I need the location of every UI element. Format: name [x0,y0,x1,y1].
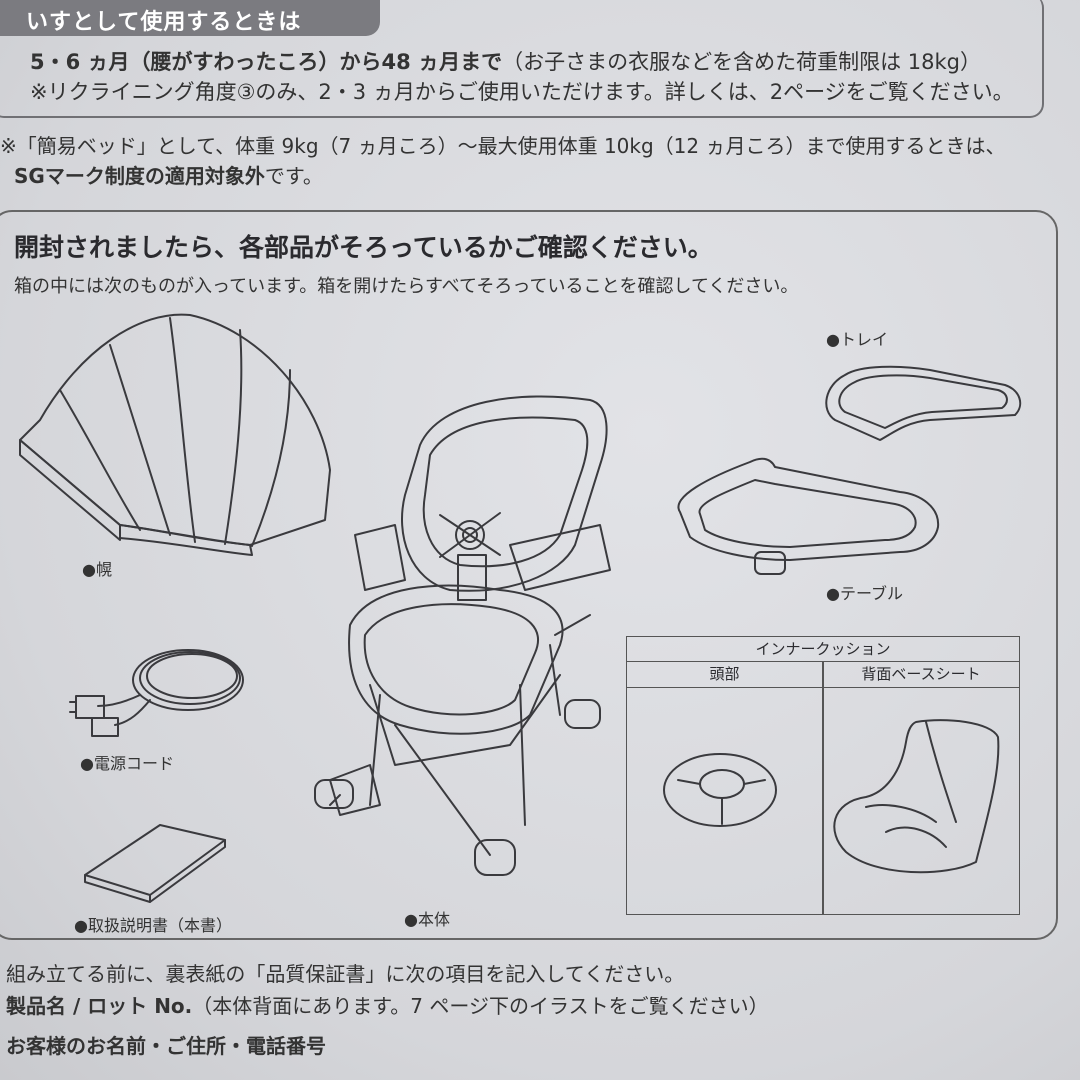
sg-mark-note-line2: SGマーク制度の適用対象外です。 [14,160,323,189]
recline-note: ※リクライニング角度③のみ、2・3 ヵ月からご使用いただけます。詳しくは、2ペー… [30,80,1014,104]
head-cushion-header: 頭部 [627,661,822,688]
sg-mark-note-bold: SGマーク制度の適用対象外 [14,164,265,188]
cushion-divider [822,661,824,914]
parts-description: 箱の中には次のものが入っています。箱を開けたらすべてそろっていることを確認してく… [14,276,799,297]
power-cord-illustration [69,649,244,737]
product-lot-note: （本体背面にあります。7 ページ下のイラストをご覧ください） [192,994,769,1018]
sg-mark-note-line1: ※「簡易ベッド」として、体重 9kg（7 ヵ月ころ）〜最大使用体重 10kg（1… [0,134,1006,158]
product-lot-line: 製品名 / ロット No.（本体背面にあります。7 ページ下のイラストをご覧くだ… [6,990,769,1019]
table-illustration [677,457,940,575]
main-body-illustration [314,395,611,876]
usage-as-chair-tab: いすとして使用するときは [0,0,380,36]
product-lot-bold: 製品名 / ロット No. [6,994,193,1018]
table-label: ●テーブル [826,584,904,603]
manual-label: ●取扱説明書（本書） [74,916,232,935]
parts-checklist-box [0,210,1058,940]
inner-cushion-box: インナークッション 頭部 背面ベースシート [626,636,1020,915]
age-range-text: 5・6 ヵ月（腰がすわったころ）から48 ヵ月まで [30,50,503,74]
tray-label: ●トレイ [826,330,888,349]
tray-illustration [825,365,1022,441]
back-seat-header: 背面ベースシート [823,661,1019,688]
age-range-line: 5・6 ヵ月（腰がすわったころ）から48 ヵ月まで（お子さまの衣服などを含めた荷… [30,46,981,76]
hood-illustration [19,313,331,556]
parts-heading: 開封されましたら、各部品がそろっているかご確認ください。 [14,233,713,262]
warranty-instruction: 組み立てる前に、裏表紙の「品質保証書」に次の項目を記入してください。 [6,962,685,986]
main-body-label: ●本体 [404,910,450,929]
manual-illustration [84,824,226,903]
hood-label: ●幌 [82,560,112,579]
weight-limit-text: （お子さまの衣服などを含めた荷重制限は 18kg） [502,50,981,74]
sg-mark-note-rest: です。 [264,164,323,188]
inner-cushion-title: インナークッション [627,637,1019,662]
usage-as-chair-box [0,0,1044,118]
usage-as-chair-title: いすとして使用するときは [26,10,302,35]
back-seat-illustration [833,719,1000,874]
head-cushion-illustration [663,753,777,827]
power-cord-label: ●電源コード [80,754,174,773]
customer-info-line: お客様のお名前・ご住所・電話番号 [6,1034,326,1058]
